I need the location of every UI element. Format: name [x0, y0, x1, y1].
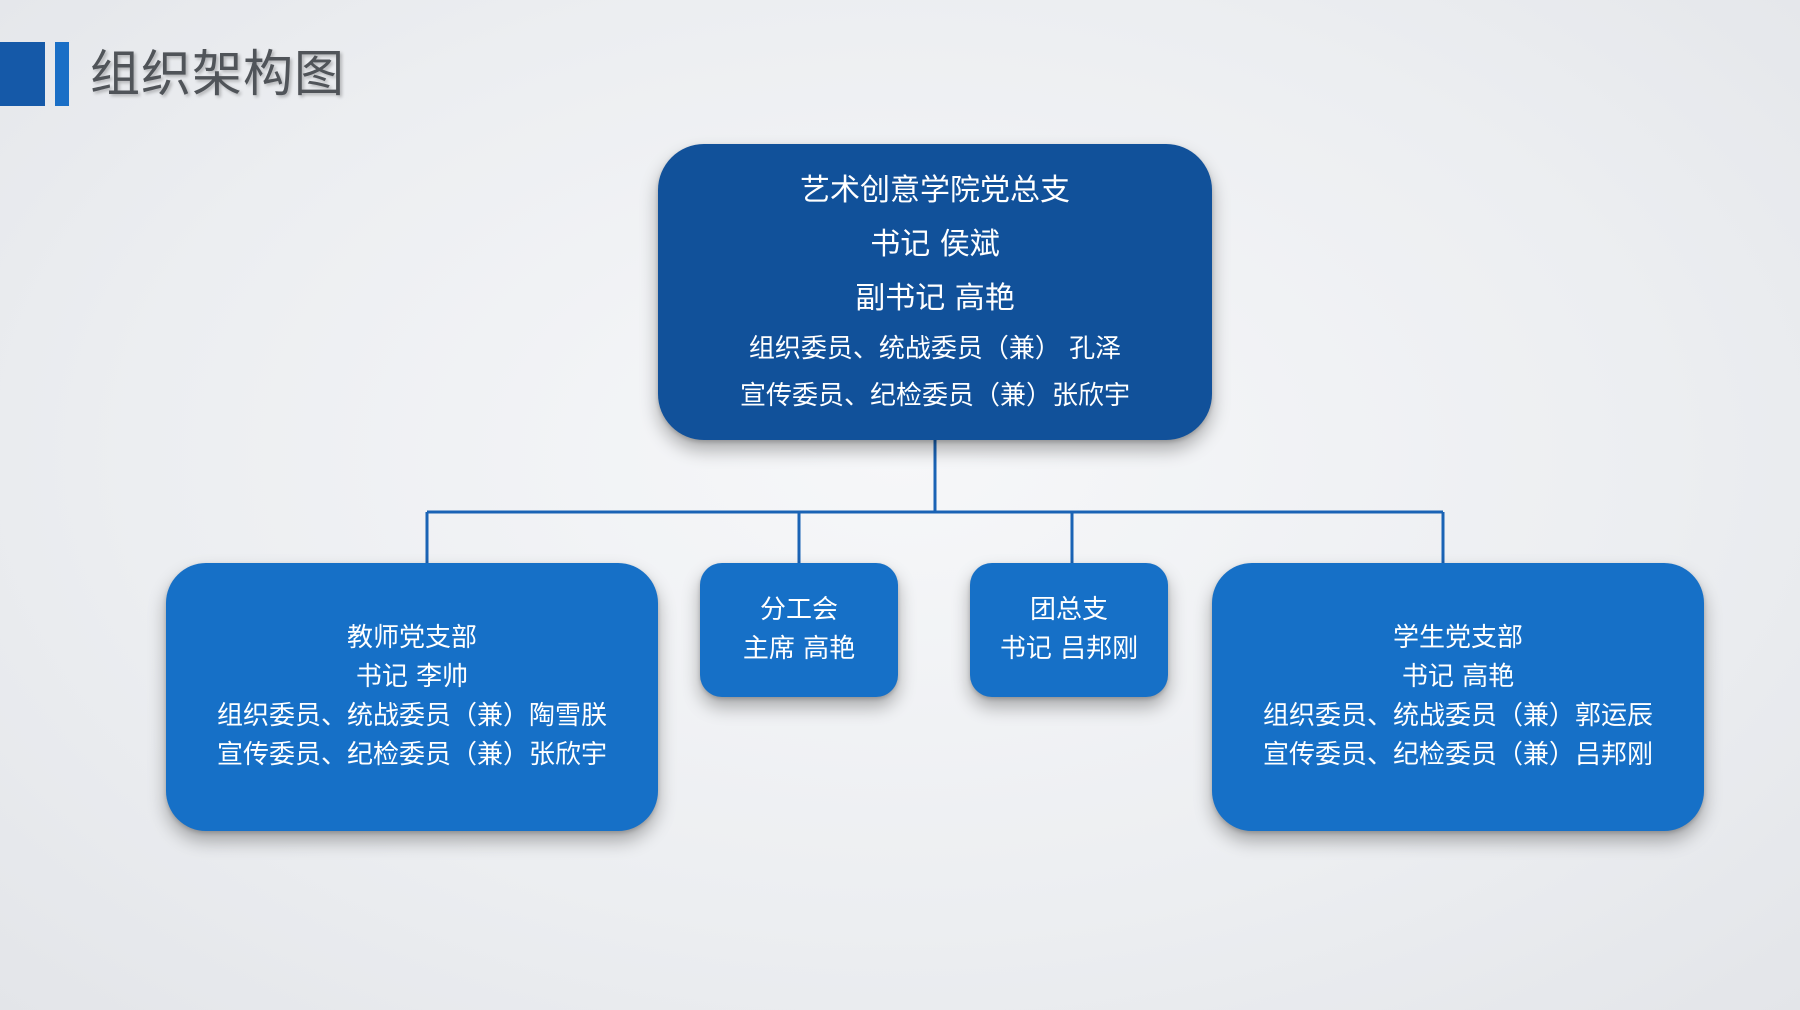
- title-accent-stripe: [55, 42, 69, 106]
- node-student-branch: 学生党支部 书记 高艳 组织委员、统战委员（兼）郭运辰 宣传委员、纪检委员（兼）…: [1212, 563, 1704, 831]
- labor-union-name: 分工会: [759, 595, 838, 625]
- labor-union-chair: 主席 高艳: [742, 634, 856, 664]
- teacher-branch-name: 教师党支部: [346, 623, 477, 653]
- root-deputy-secretary: 副书记 高艳: [855, 281, 1015, 316]
- teacher-branch-organization-member: 组织委员、统战委员（兼）陶雪朕: [216, 701, 607, 731]
- root-name: 艺术创意学院党总支: [800, 173, 1070, 208]
- node-teacher-branch: 教师党支部 书记 李帅 组织委员、统战委员（兼）陶雪朕 宣传委员、纪检委员（兼）…: [166, 563, 658, 831]
- student-branch-publicity-member: 宣传委员、纪检委员（兼）吕邦刚: [1262, 740, 1653, 770]
- node-youth-league: 团总支 书记 吕邦刚: [970, 563, 1168, 697]
- teacher-branch-secretary: 书记 李帅: [355, 662, 469, 692]
- student-branch-organization-member: 组织委员、统战委员（兼）郭运辰: [1262, 701, 1653, 731]
- youth-league-name: 团总支: [1029, 595, 1108, 625]
- page-title: 组织架构图: [90, 45, 345, 103]
- student-branch-secretary: 书记 高艳: [1401, 662, 1515, 692]
- teacher-branch-publicity-member: 宣传委员、纪检委员（兼）张欣宇: [216, 740, 607, 770]
- node-root-party-branch: 艺术创意学院党总支 书记 侯斌 副书记 高艳 组织委员、统战委员（兼） 孔泽 宣…: [658, 144, 1212, 440]
- root-organization-member: 组织委员、统战委员（兼） 孔泽: [748, 334, 1122, 364]
- node-labor-union: 分工会 主席 高艳: [700, 563, 898, 697]
- student-branch-name: 学生党支部: [1392, 623, 1523, 653]
- youth-league-secretary: 书记 吕邦刚: [999, 634, 1139, 664]
- root-secretary: 书记 侯斌: [870, 227, 1000, 262]
- root-publicity-member: 宣传委员、纪检委员（兼）张欣宇: [739, 381, 1130, 411]
- title-accent-block: [0, 42, 45, 106]
